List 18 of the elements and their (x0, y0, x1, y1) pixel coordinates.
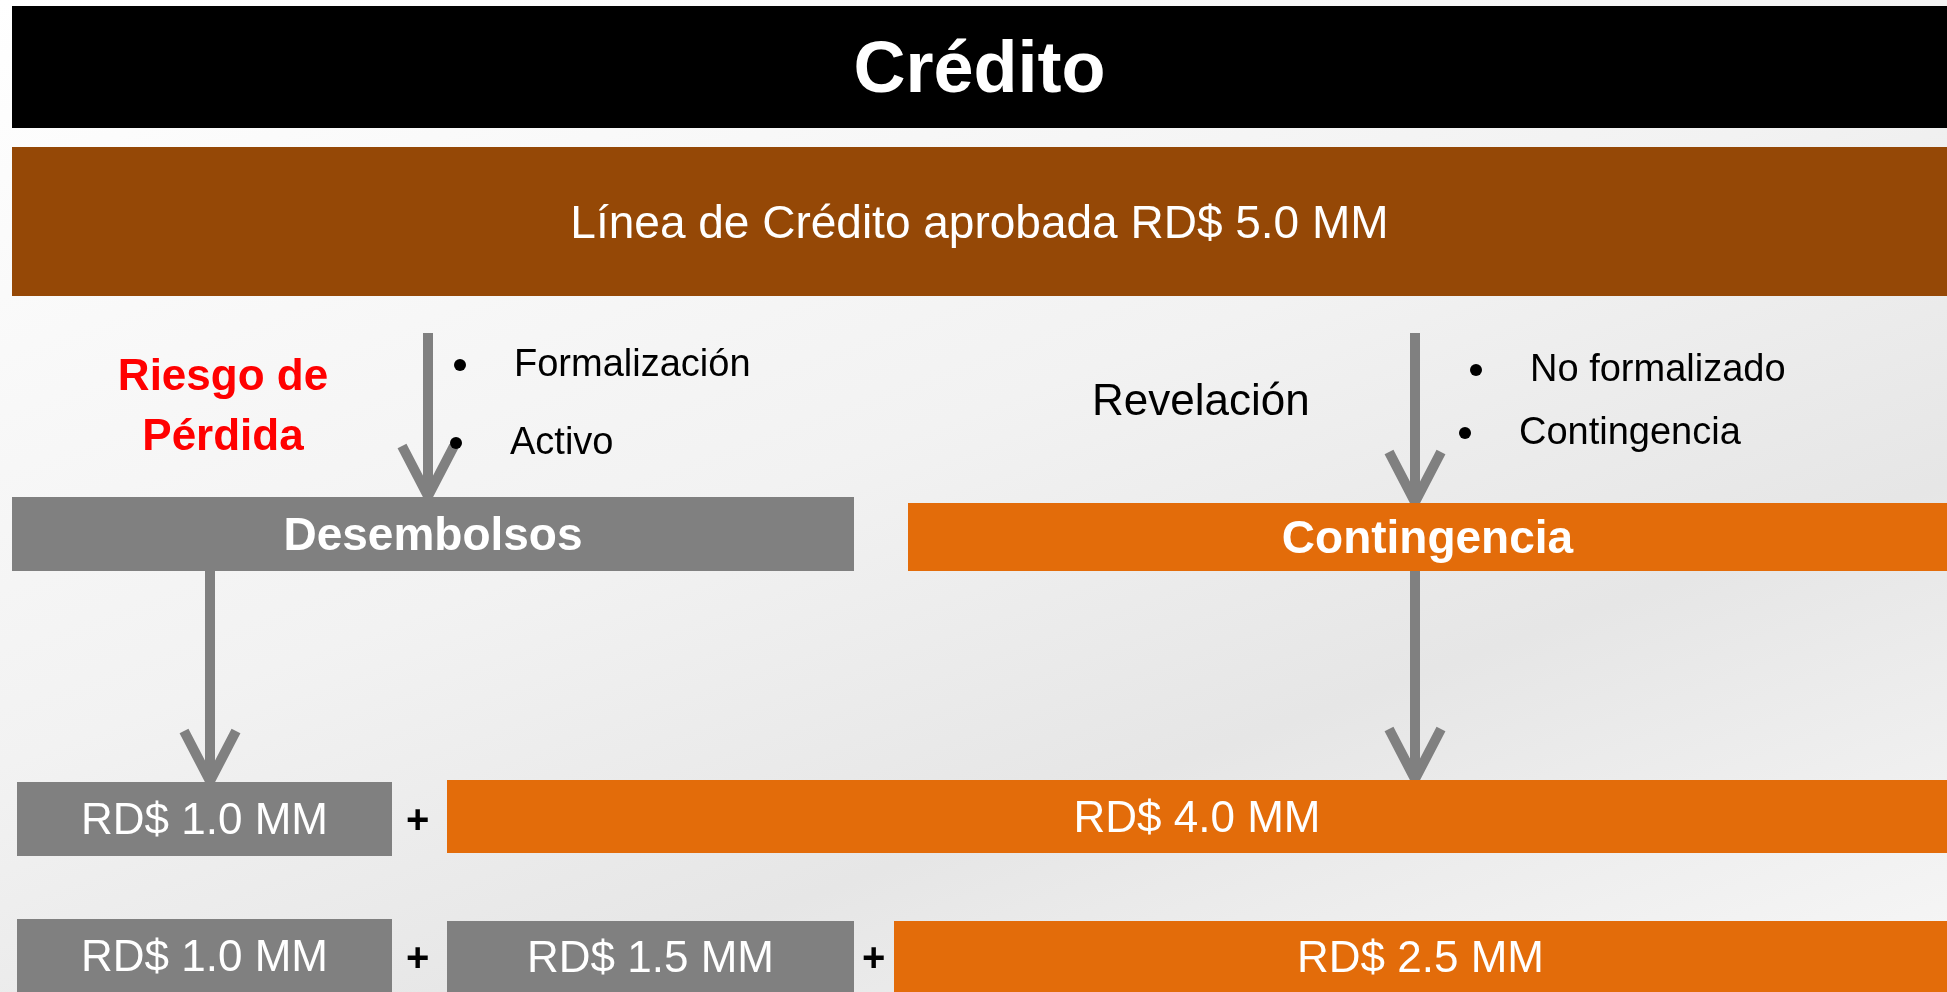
amount-bar: RD$ 4.0 MM (447, 780, 1947, 853)
amount-bar: RD$ 2.5 MM (894, 921, 1947, 992)
bullet-item: Contingencia (1519, 409, 1741, 453)
bullet-item: Activo (510, 419, 614, 463)
credit-line-band: Línea de Crédito aprobada RD$ 5.0 MM (12, 147, 1947, 296)
bullet-item: Formalización (514, 341, 751, 385)
bullet-item: No formalizado (1530, 346, 1786, 390)
amount-bar: RD$ 1.0 MM (17, 919, 392, 992)
plus-sign: + (406, 797, 430, 841)
title: Crédito (12, 6, 1947, 128)
category-bar: Desembolsos (12, 497, 854, 571)
plus-sign: + (862, 935, 886, 979)
category-bar: Contingencia (908, 503, 1947, 571)
plus-sign: + (406, 935, 430, 979)
label-text: Revelación (1092, 374, 1310, 426)
amount-bar: RD$ 1.0 MM (17, 782, 392, 856)
amount-bar: RD$ 1.5 MM (447, 921, 854, 992)
risk-label: Riesgo de Pérdida (116, 349, 330, 461)
